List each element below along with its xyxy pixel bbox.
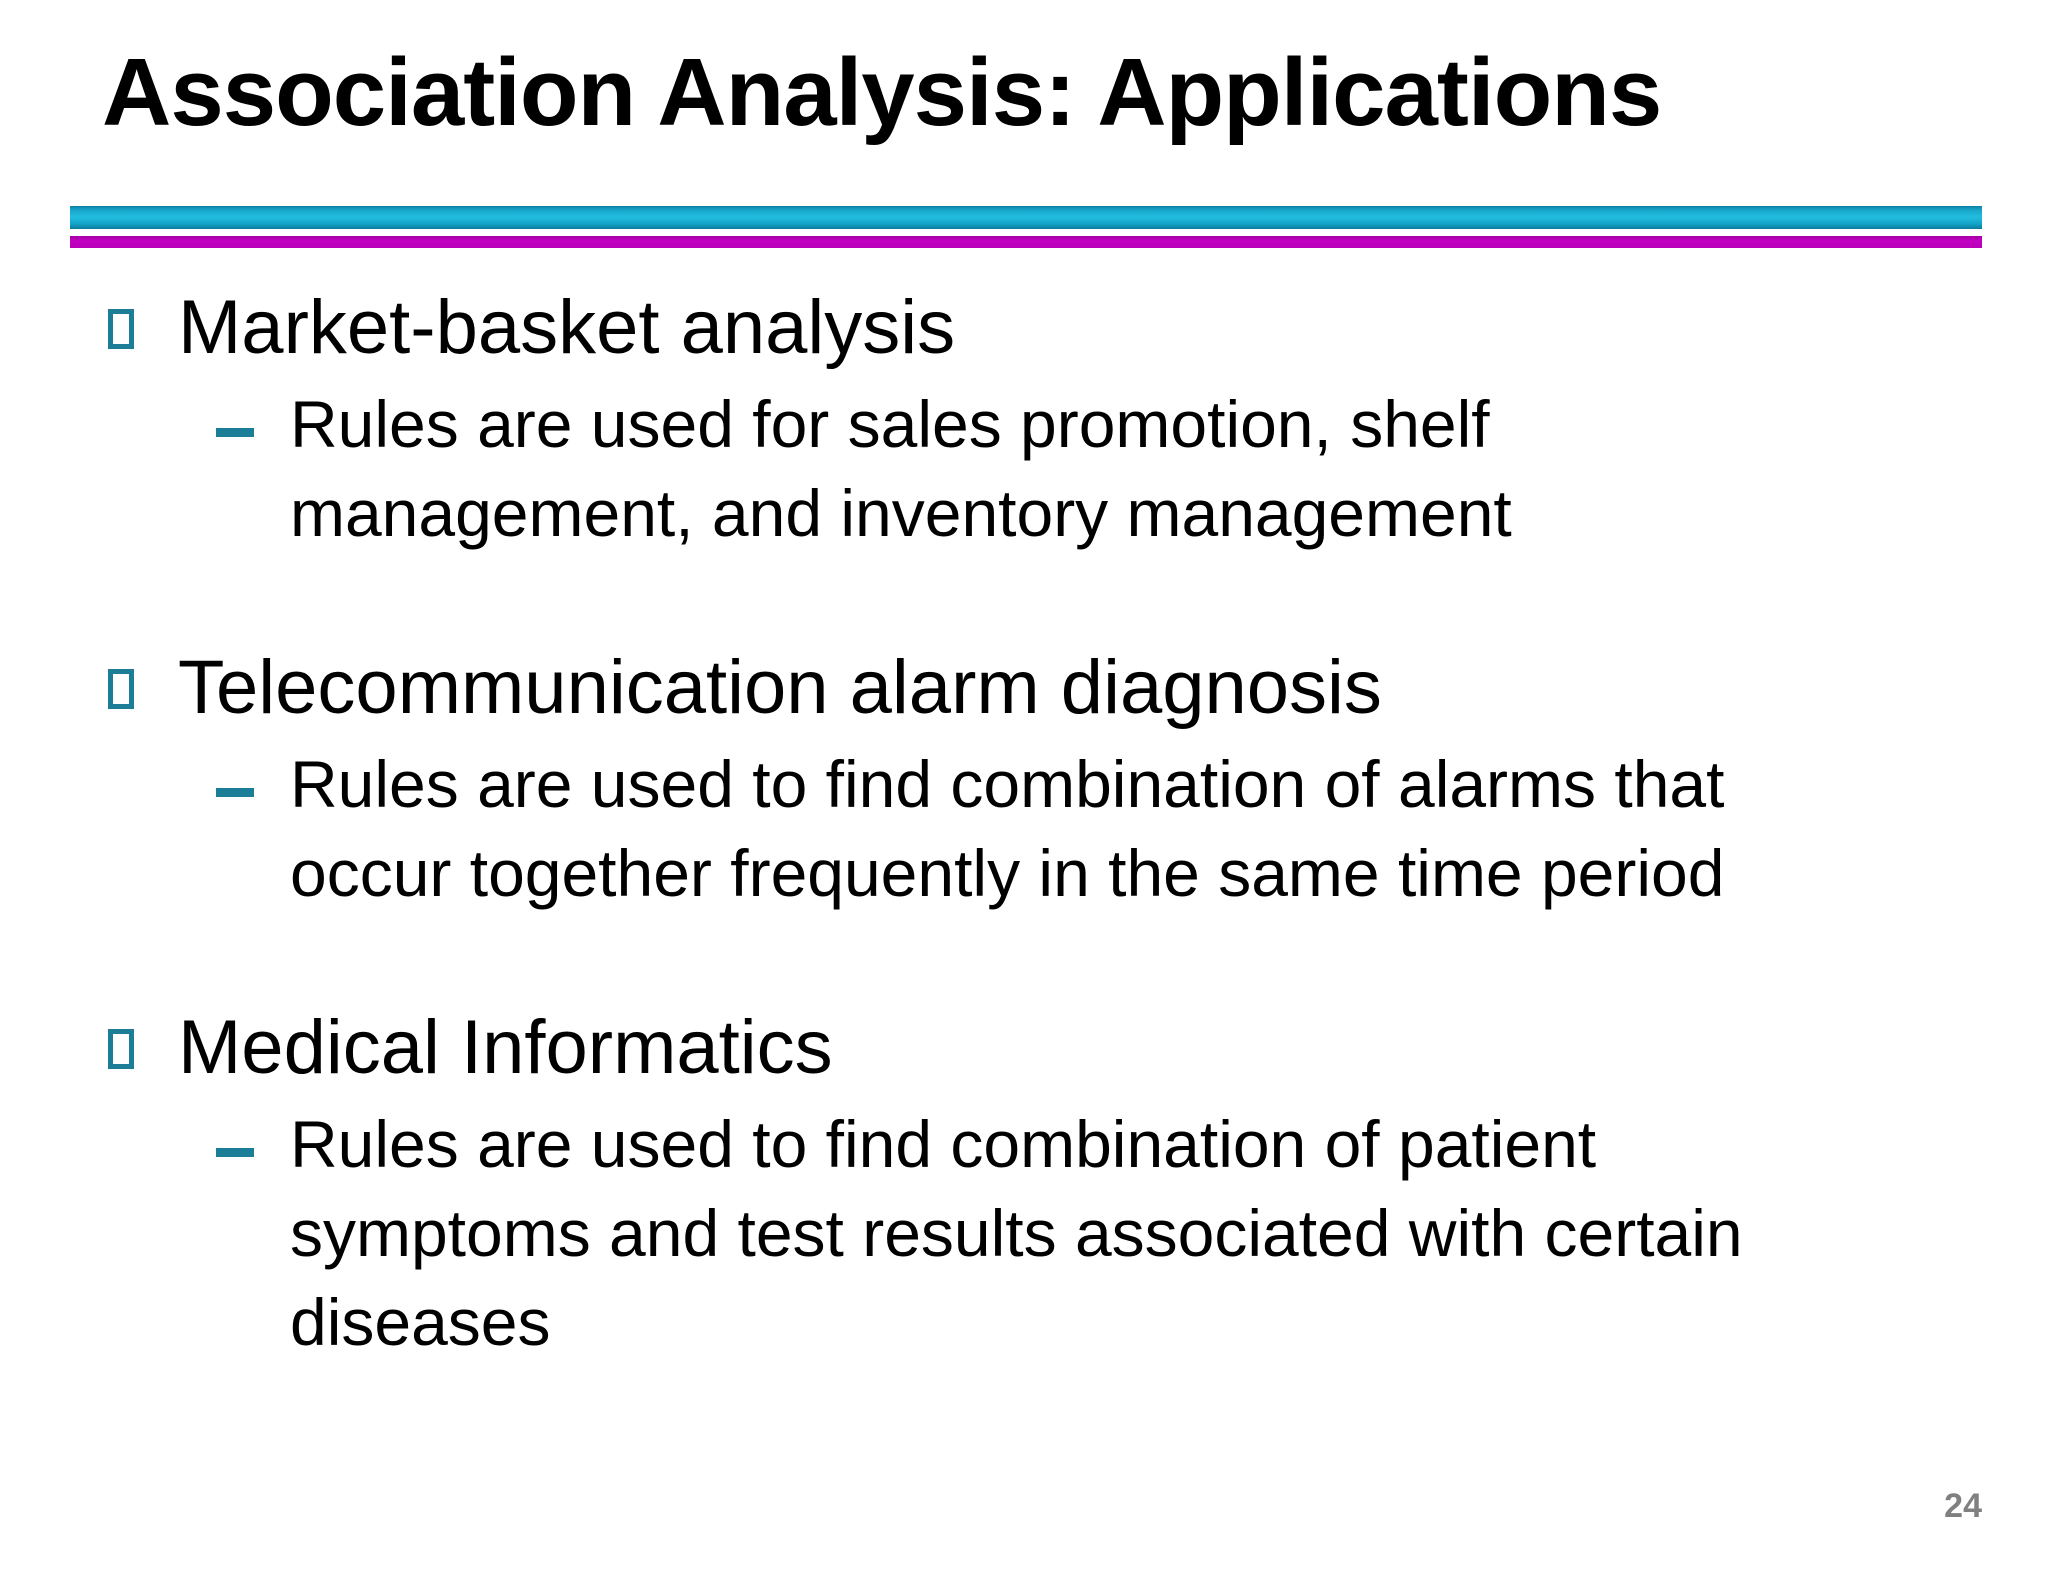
sub-bullet-item-market-basket: Rules are used for sales promotion, shel… [0,380,2048,558]
slide-body: Market-basket analysis Rules are used fo… [0,276,2048,1367]
sub-bullet-label: Rules are used to find combination of al… [290,747,1725,910]
bullet-label: Market-basket analysis [178,285,956,370]
page-number: 24 [1944,1487,1982,1525]
dash-bullet-icon [216,428,254,437]
sub-bullet-label: Rules are used to find combination of pa… [290,1107,1743,1359]
bullet-item-market-basket: Market-basket analysis [0,276,2048,380]
section-spacer [0,918,2048,996]
dash-bullet-icon [216,788,254,797]
sub-bullet-item-telecommunication: Rules are used to find combination of al… [0,740,2048,918]
sub-bullet-label: Rules are used for sales promotion, shel… [290,387,1512,550]
bullet-label: Telecommunication alarm diagnosis [178,645,1382,730]
divider-line-magenta [70,236,1982,248]
dash-bullet-icon [216,1148,254,1157]
section-spacer [0,558,2048,636]
hollow-square-bullet-icon [108,309,134,349]
hollow-square-bullet-icon [108,669,134,709]
divider-line-cyan [70,206,1982,229]
sub-bullet-item-medical-informatics: Rules are used to find combination of pa… [0,1100,2048,1367]
slide-title: Association Analysis: Applications [102,39,1662,146]
hollow-square-bullet-icon [108,1029,134,1069]
title-divider [70,206,1982,248]
bullet-label: Medical Informatics [178,1005,833,1090]
divider-gap [70,229,1982,236]
bullet-item-medical-informatics: Medical Informatics [0,996,2048,1100]
bullet-item-telecommunication: Telecommunication alarm diagnosis [0,636,2048,740]
